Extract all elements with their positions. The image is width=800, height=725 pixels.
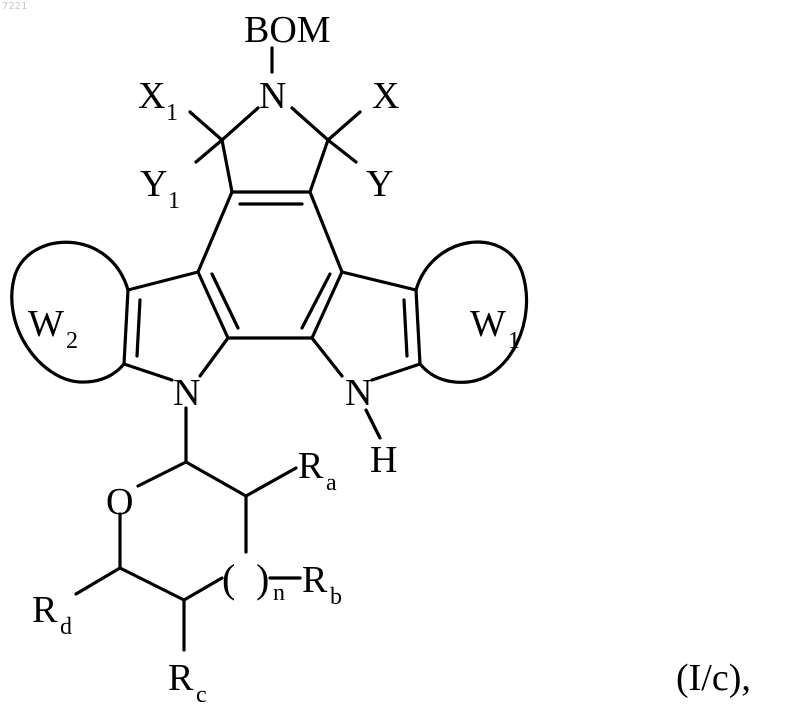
left-pyrrole-ring xyxy=(124,272,228,380)
x1-subscript: 1 xyxy=(166,100,178,126)
watermark: 7221 xyxy=(2,1,27,12)
n-subscript: n xyxy=(273,580,285,606)
y1-subscript: 1 xyxy=(168,188,180,214)
y-label: Y xyxy=(366,163,393,205)
paren-open: ( xyxy=(222,556,235,601)
rc-label: R xyxy=(168,657,194,699)
rd-subscript: d xyxy=(60,614,72,640)
x1-label: X xyxy=(138,75,165,117)
formula-label: (I/c), xyxy=(676,657,751,699)
w1-subscript: 1 xyxy=(508,328,520,354)
rd-label: R xyxy=(32,589,58,631)
bom-label: BOM xyxy=(244,9,331,51)
w2-label: W xyxy=(28,303,64,345)
pyrrolidine-ring xyxy=(190,48,360,204)
rc-subscript: c xyxy=(196,682,207,708)
paren-close: ) xyxy=(256,556,269,601)
n-left-label: N xyxy=(173,372,200,414)
w2-subscript: 2 xyxy=(66,328,78,354)
rb-label: R xyxy=(302,559,328,601)
n-right-label: N xyxy=(345,372,372,414)
n-top-label: N xyxy=(259,75,286,117)
o-label: O xyxy=(106,481,133,523)
atom-labels: BOM N X 1 X Y 1 Y W 2 W 1 N N H O R a ( … xyxy=(28,9,520,708)
y1-label: Y xyxy=(140,163,167,205)
central-benzene-ring xyxy=(198,192,342,338)
rb-subscript: b xyxy=(330,584,342,610)
ra-subscript: a xyxy=(326,470,337,496)
h-label: H xyxy=(370,439,397,481)
w1-label: W xyxy=(470,303,506,345)
ra-label: R xyxy=(298,445,324,487)
x-label: X xyxy=(372,75,399,117)
